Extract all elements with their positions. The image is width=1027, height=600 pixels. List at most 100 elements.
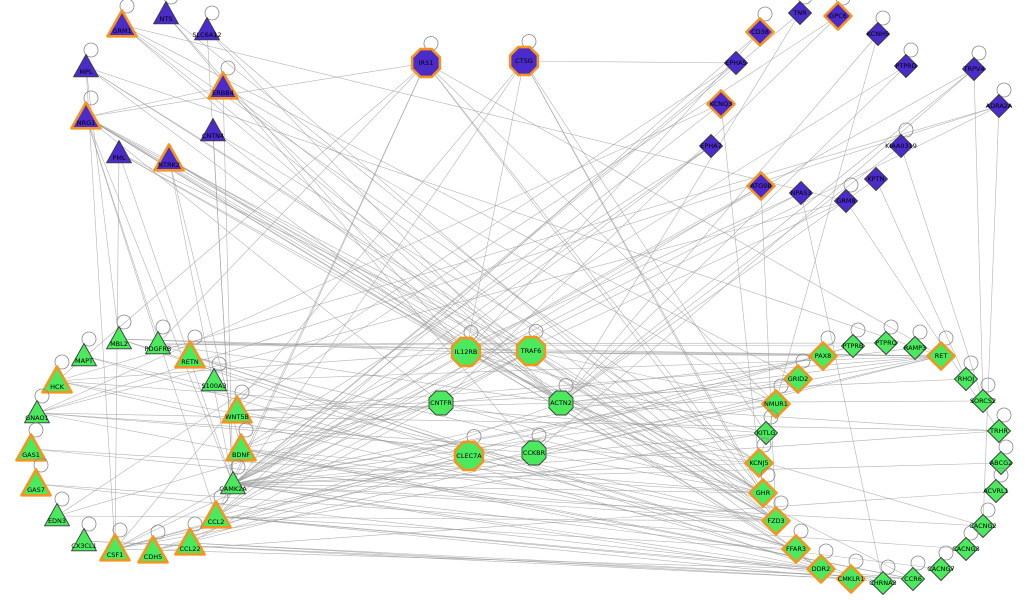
node-shape-CSF1[interactable]: [99, 533, 131, 562]
node-shape-CCKBR[interactable]: [521, 440, 547, 466]
node-shape-ACVRL1[interactable]: [984, 479, 1008, 503]
node-shape-PAX8[interactable]: [808, 341, 838, 371]
node-shape-RHOJ[interactable]: [954, 367, 978, 391]
node-ABCG2[interactable]: ABCG2: [989, 439, 1014, 475]
node-shape-PTPRO[interactable]: [874, 331, 898, 355]
node-MAPT[interactable]: MAPT: [71, 331, 97, 367]
node-shape-SORCS2[interactable]: [971, 389, 995, 413]
node-shape-ABCG2[interactable]: [989, 451, 1013, 475]
node-RAMP3[interactable]: RAMP3: [903, 324, 928, 360]
node-shape-PTPRD[interactable]: [894, 54, 918, 78]
node-shape-RAMP3[interactable]: [903, 336, 927, 360]
node-shape-EDN3[interactable]: [44, 503, 70, 527]
node-shape-PTPRB[interactable]: [841, 334, 865, 358]
node-shape-GPC6[interactable]: [823, 1, 853, 31]
node-ACVRL1[interactable]: ACVRL1: [983, 467, 1009, 503]
node-PTPRD[interactable]: PTPRD: [894, 42, 919, 78]
node-shape-GAS7[interactable]: [20, 468, 52, 497]
node-GRM1[interactable]: GRM1: [106, 0, 138, 38]
node-shape-CACNG3[interactable]: [954, 537, 978, 561]
node-NTS[interactable]: NTS: [153, 0, 179, 25]
node-shape-ACTN2[interactable]: [548, 390, 574, 416]
node-CMKLR1[interactable]: CMKLR1: [836, 553, 866, 594]
node-GAS7[interactable]: GAS7: [20, 457, 52, 497]
node-CNTFR[interactable]: CNTFR: [428, 390, 454, 416]
node-shape-EPHA7[interactable]: [699, 134, 723, 158]
node-TNR[interactable]: TNR: [788, 0, 813, 25]
node-CD38[interactable]: CD38: [745, 6, 775, 47]
node-GRM8[interactable]: GRM8: [834, 177, 859, 213]
node-shape-NPAS3[interactable]: [789, 181, 813, 205]
node-shape-NTS[interactable]: [153, 1, 179, 25]
node-shape-CLEC7A[interactable]: [453, 440, 485, 472]
node-shape-GRM1[interactable]: [106, 9, 138, 38]
node-NPAS3[interactable]: NPAS3: [789, 181, 813, 205]
node-shape-CACNG7[interactable]: [929, 557, 953, 581]
node-CTSG[interactable]: CTSG: [508, 34, 540, 77]
node-KCNQ3[interactable]: KCNQ3: [706, 89, 736, 119]
node-shape-DDR2[interactable]: [806, 554, 836, 584]
node-EDN3[interactable]: EDN3: [44, 491, 70, 527]
node-shape-CTSG[interactable]: [508, 45, 540, 77]
node-PTPRB[interactable]: PTPRB: [841, 322, 866, 358]
node-shape-CNTN4[interactable]: [200, 118, 226, 142]
node-shape-NMUR1[interactable]: [761, 389, 791, 419]
node-shape-GRID2[interactable]: [783, 364, 813, 394]
node-shape-ERBB4[interactable]: [207, 71, 239, 100]
node-PML[interactable]: PML: [106, 140, 132, 164]
node-CNTN4[interactable]: CNTN4: [200, 118, 226, 142]
node-CACNG7[interactable]: CACNG7: [927, 545, 955, 581]
node-GAS1[interactable]: GAS1: [15, 422, 47, 462]
node-shape-TNR[interactable]: [788, 1, 812, 25]
node-ADRA2A[interactable]: ADRA2A: [986, 82, 1013, 118]
node-TRHR[interactable]: TRHR: [987, 407, 1012, 443]
node-shape-MAPT[interactable]: [71, 343, 97, 367]
node-shape-CMKLR1[interactable]: [836, 564, 866, 594]
node-CACNG3[interactable]: CACNG3: [952, 525, 980, 561]
node-shape-FFAR3[interactable]: [781, 534, 811, 564]
node-shape-GAS1[interactable]: [15, 433, 47, 462]
node-shape-KCNH5[interactable]: [866, 22, 890, 46]
node-shape-ADRA2A[interactable]: [987, 94, 1011, 118]
node-shape-PML[interactable]: [106, 140, 132, 164]
node-shape-CNTFR[interactable]: [428, 390, 454, 416]
node-NRG1[interactable]: NRG1: [70, 90, 102, 130]
node-shape-ATG9B[interactable]: [746, 171, 776, 201]
node-shape-PDGFRB[interactable]: [145, 331, 171, 355]
node-GNAO1[interactable]: GNAO1: [24, 388, 50, 424]
node-shape-KPTN[interactable]: [864, 167, 888, 191]
node-shape-IL12RB[interactable]: [450, 336, 482, 368]
node-EPHA7[interactable]: EPHA7: [699, 134, 723, 158]
node-shape-WNT5B[interactable]: [221, 395, 253, 424]
node-RET[interactable]: RET: [926, 330, 956, 371]
node-shape-CDH5[interactable]: [137, 535, 169, 564]
node-shape-TRHR[interactable]: [987, 419, 1011, 443]
node-CACNG2[interactable]: CACNG2: [969, 502, 997, 538]
node-shape-CCR6[interactable]: [901, 567, 925, 591]
node-IRS1[interactable]: IRS1: [410, 36, 442, 79]
node-KCNJ5[interactable]: KCNJ5: [744, 437, 774, 478]
node-CX3CL1[interactable]: CX3CL1: [71, 516, 97, 552]
node-shape-KIAA0319[interactable]: [889, 134, 913, 158]
node-shape-S100A3[interactable]: [201, 368, 227, 392]
node-shape-SLC6A12[interactable]: [194, 17, 220, 41]
node-shape-GNAO1[interactable]: [24, 400, 50, 424]
node-EPHA5[interactable]: EPHA5: [724, 51, 748, 75]
node-shape-TRPV4[interactable]: [962, 57, 986, 81]
node-shape-RETN[interactable]: [174, 340, 206, 369]
node-shape-IRS1[interactable]: [410, 47, 442, 79]
node-shape-TRAF6[interactable]: [515, 335, 547, 367]
node-shape-CD38[interactable]: [745, 17, 775, 47]
node-shape-GRM8[interactable]: [834, 189, 858, 213]
node-CLEC7A[interactable]: CLEC7A: [453, 429, 485, 472]
node-shape-CCL2[interactable]: [200, 500, 232, 529]
node-shape-CAMK2A[interactable]: [220, 471, 246, 495]
node-CCL22[interactable]: CCL22: [174, 516, 206, 556]
node-KCNH5[interactable]: KCNH5: [866, 10, 891, 46]
node-shape-HCK[interactable]: [41, 365, 73, 394]
node-shape-MBL2[interactable]: [106, 326, 132, 350]
node-PDGFRB[interactable]: PDGFRB: [145, 319, 172, 355]
node-shape-MPL[interactable]: [73, 54, 99, 78]
node-shape-CCL22[interactable]: [174, 527, 206, 556]
node-shape-EPHA5[interactable]: [724, 51, 748, 75]
